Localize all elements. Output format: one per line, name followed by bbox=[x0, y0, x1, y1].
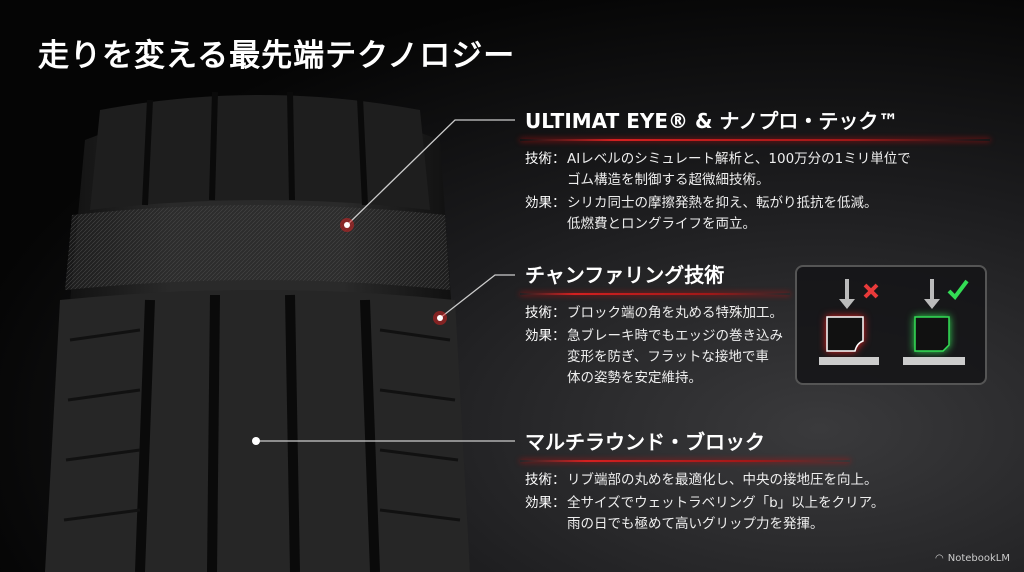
notebooklm-logo-icon: ◠ bbox=[935, 553, 944, 564]
road-surface bbox=[903, 357, 965, 365]
callout-heading: チャンファリング技術 bbox=[525, 263, 725, 287]
brand-watermark: ◠NotebookLM bbox=[935, 553, 1010, 564]
road-surface bbox=[819, 357, 879, 365]
chamfered-block-icon bbox=[914, 316, 950, 352]
check-mark-icon bbox=[947, 279, 969, 301]
tech-text: AIレベルのシミュレート解析と、100万分の1ミリ単位で ゴム構造を制御する超微… bbox=[567, 151, 911, 188]
brand-name: NotebookLM bbox=[947, 553, 1010, 564]
effect-text: 全サイズでウェットラベリング「b」以上をクリア。 雨の日でも極めて高いグリップ力… bbox=[567, 495, 885, 532]
effect-label: 効果： bbox=[525, 195, 566, 211]
red-divider bbox=[520, 460, 850, 462]
callout-multi-round-block: マルチラウンド・ブロック 技術：リブ端部の丸めを最適化し、中央の接地圧を向上。 … bbox=[520, 427, 990, 537]
effect-text: シリカ同士の摩擦発熱を抑え、転がり抵抗を低減。 低燃費とロングライフを両立。 bbox=[567, 195, 878, 232]
tech-text: ブロック端の角を丸める特殊加工。 bbox=[567, 305, 783, 321]
callout-chamfering: チャンファリング技術 技術：ブロック端の角を丸める特殊加工。 効果：急ブレーキ時… bbox=[520, 260, 790, 391]
effect-label: 効果： bbox=[525, 495, 566, 511]
callout-heading: マルチラウンド・ブロック bbox=[525, 430, 765, 454]
tech-label: 技術： bbox=[525, 472, 566, 488]
tech-text: リブ端部の丸めを最適化し、中央の接地圧を向上。 bbox=[567, 472, 878, 488]
chamfer-comparison-panel bbox=[795, 265, 987, 385]
page-title: 走りを変える最先端テクノロジー bbox=[38, 38, 516, 74]
x-mark-icon bbox=[863, 283, 879, 299]
arrow-down-icon bbox=[839, 279, 855, 309]
callout-ultimat-eye: ULTIMAT EYE® & ナノプロ・テック™ 技術：AIレベルのシミュレート… bbox=[520, 106, 990, 237]
leader-lines bbox=[256, 119, 515, 442]
effect-label: 効果： bbox=[525, 328, 566, 344]
tech-label: 技術： bbox=[525, 151, 566, 167]
effect-text: 急ブレーキ時でもエッジの巻き込み 変形を防ぎ、フラットな接地で車 体の姿勢を安定… bbox=[567, 328, 783, 386]
deformed-block-icon bbox=[826, 316, 864, 352]
callout-heading: ULTIMAT EYE® & ナノプロ・テック™ bbox=[525, 109, 899, 133]
red-divider bbox=[520, 139, 990, 141]
tech-label: 技術： bbox=[525, 305, 566, 321]
marker-dot bbox=[252, 437, 260, 445]
red-divider bbox=[520, 293, 790, 295]
arrow-down-icon bbox=[924, 279, 940, 309]
